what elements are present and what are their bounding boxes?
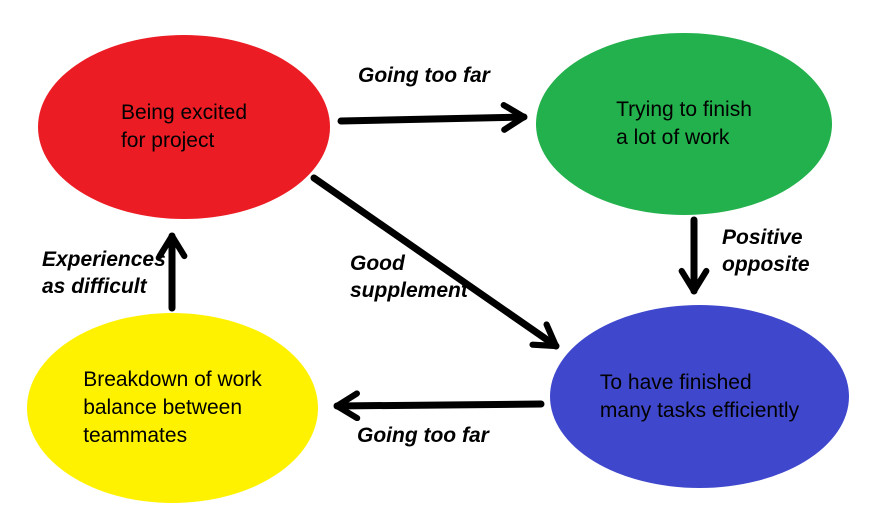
node-being-excited: Being excited for project (38, 35, 330, 219)
edge-label-going-too-far-top: Going too far (358, 62, 490, 89)
node-label-line: To have finished (599, 370, 752, 394)
edge-label-positive-opposite: Positive opposite (722, 224, 810, 278)
node-finished-tasks: To have finished many tasks efficiently (550, 305, 849, 488)
node-breakdown: Breakdown of work balance between teamma… (27, 313, 318, 503)
node-finished-tasks-label: To have finished many tasks efficiently (600, 369, 799, 425)
arrow-finished-to-breakdown (333, 390, 545, 422)
node-breakdown-label: Breakdown of work balance between teamma… (83, 366, 262, 450)
edge-label-line: Positive (722, 226, 803, 249)
edge-label-going-too-far-bottom: Going too far (357, 422, 489, 449)
edge-label-line: opposite (722, 253, 810, 276)
arrow-excited-to-trying (337, 102, 528, 133)
edge-label-line: Experiences (42, 248, 166, 271)
edge-label-line: supplement (350, 279, 468, 302)
node-label-line: Trying to finish (616, 98, 752, 121)
node-label-line: a lot of work (616, 126, 730, 149)
edge-label-line: Going too far (358, 64, 490, 87)
node-label-line: balance between (83, 396, 242, 419)
node-trying-to-finish-label: Trying to finish a lot of work (616, 96, 752, 152)
edge-label-line: Good (350, 252, 405, 275)
node-being-excited-label: Being excited for project (121, 99, 247, 155)
edge-label-experiences-as-difficult: Experiences as difficult (42, 246, 166, 300)
edge-label-line: as difficult (42, 275, 147, 298)
edge-label-good-supplement: Good supplement (350, 250, 468, 304)
node-label-line: for project (120, 129, 215, 152)
node-label-line: Being excited (120, 101, 248, 124)
node-label-line: teammates (83, 424, 188, 447)
node-label-line: Breakdown of work (83, 368, 262, 391)
node-label-line: many tasks efficiently (599, 398, 800, 422)
edge-label-line: Going too far (357, 424, 489, 447)
node-trying-to-finish: Trying to finish a lot of work (536, 33, 832, 215)
